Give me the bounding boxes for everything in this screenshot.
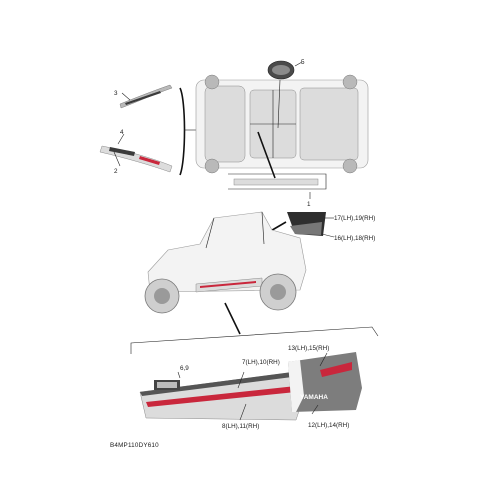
vehicle-top-view (195, 74, 369, 174)
callout-8: 8(LH),11(RH) (222, 423, 259, 430)
callout-6-9: 6,9 (180, 365, 189, 372)
decal-3-group (119, 84, 173, 109)
leader-12 (311, 404, 319, 415)
callout-12: 12(LH),14(RH) (308, 422, 349, 429)
callout-17: 17(LH),19(RH) (334, 215, 375, 222)
figure-code: B4MP110DY610 (110, 442, 159, 449)
callout-16: 16(LH),18(RH) (334, 235, 375, 242)
leader-3 (121, 92, 131, 101)
callout-2: 2 (114, 168, 118, 175)
leader-5 (294, 61, 303, 67)
decal-1-bracket (228, 173, 327, 190)
large-decal-bracket (130, 326, 379, 354)
yamaha-wordmark: YAMAHA (300, 394, 328, 401)
leader-13 (319, 352, 328, 367)
large-side-decal (139, 352, 362, 421)
leader-16 (321, 233, 335, 238)
leader-2 (113, 151, 121, 167)
emblem-5 (267, 60, 295, 80)
leader-6-9 (177, 371, 181, 379)
bracket-left (179, 87, 186, 176)
callout-4: 4 (120, 129, 124, 136)
leader-1-heavy (257, 131, 276, 179)
leader-7 (237, 371, 245, 389)
leader-8 (239, 403, 247, 421)
leader-4 (117, 133, 125, 145)
leader-5-target (277, 79, 281, 129)
callout-3: 3 (114, 90, 118, 97)
callout-1: 1 (307, 201, 311, 208)
callout-13: 13(LH),15(RH) (288, 345, 329, 352)
callout-5: 5 (301, 59, 305, 66)
decal-2-4-group (99, 145, 173, 173)
decal-1-strip (233, 178, 319, 186)
callout-7: 7(LH),10(RH) (242, 359, 280, 366)
decal-16-17-panel (287, 212, 326, 236)
leader-side-heavy (224, 302, 241, 335)
vehicle-side-view (144, 211, 307, 314)
